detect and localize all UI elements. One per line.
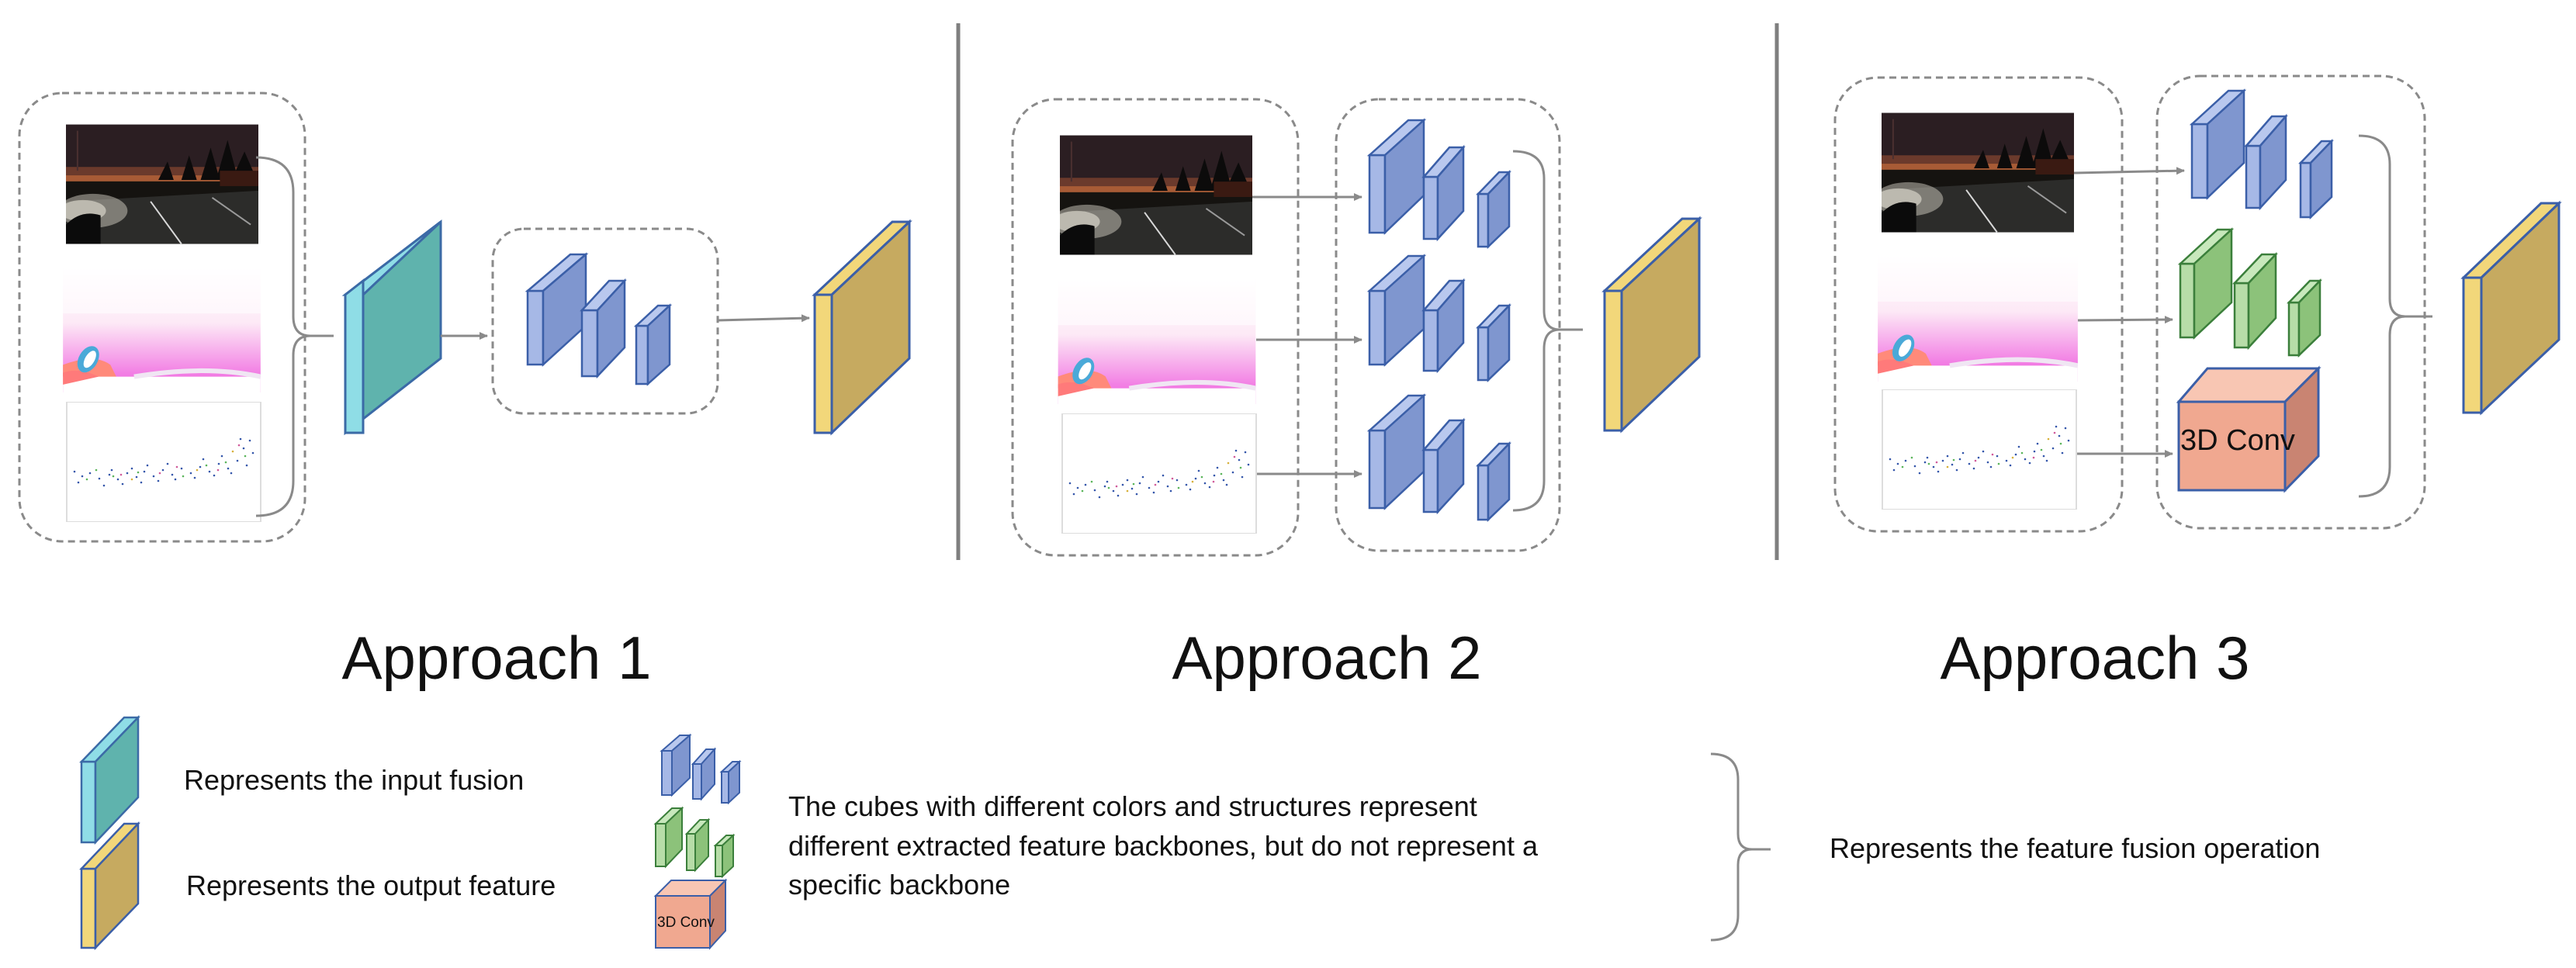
- approach-1-backbone-group: [491, 227, 719, 415]
- backbone-cubes-flow: [1366, 254, 1511, 382]
- legend-backbones-line-3: specific backbone: [788, 869, 1010, 901]
- legend-backbones-line-2: different extracted feature backbones, b…: [788, 830, 1539, 862]
- approach-3-backbone-group: [2155, 74, 2426, 530]
- legend-output-feature-label: Represents the output feature: [186, 869, 556, 901]
- legend-input-fusion-label: Represents the input fusion: [184, 764, 524, 796]
- approach-1-title: Approach 1: [342, 624, 652, 692]
- legend-feature-fusion-label: Represents the feature fusion operation: [1830, 832, 2320, 864]
- backbone-cubes-points: [1366, 393, 1511, 522]
- approach-1-input-group: [18, 92, 306, 543]
- event-points-image: [1882, 389, 2077, 510]
- optical-flow-image: [1058, 278, 1256, 404]
- approach-3-input-group: [1833, 76, 2124, 533]
- legend-conv-3d-label: 3D Conv: [657, 914, 715, 931]
- conv-3d-label: 3D Conv: [2180, 424, 2295, 457]
- feature-fusion-bracket: [2358, 134, 2432, 498]
- approach-1-panel: Approach 1: [18, 92, 912, 692]
- approach-3-panel: 3D Conv Approach 3: [1833, 74, 2562, 692]
- conv-3d-cube: 3D Conv: [2176, 365, 2322, 493]
- legend-fusion-bracket: [1710, 752, 1771, 942]
- approach-2-input-group: [1011, 98, 1300, 557]
- approach-2-backbone-group: [1335, 98, 1561, 552]
- rgb-night-image: [66, 124, 258, 244]
- rgb-night-image: [1060, 135, 1252, 255]
- backbone-cubes-flow-green: [2177, 227, 2322, 358]
- approach-2-title: Approach 2: [1172, 624, 1482, 692]
- output-feature-block: [1601, 216, 1702, 434]
- legend-green-backbone-swatch: [653, 806, 736, 879]
- backbone-cubes-rgb: [1366, 118, 1511, 249]
- input-merge-bracket: [255, 156, 334, 517]
- legend-input-fusion-swatch: [79, 714, 140, 845]
- optical-flow-image: [1878, 254, 2078, 382]
- event-points-image: [66, 402, 261, 522]
- legend-blue-backbone-swatch: [660, 733, 742, 805]
- legend: Represents the input fusion Represents t…: [79, 714, 2320, 951]
- input-fusion-block: [341, 219, 442, 436]
- event-points-image: [1061, 413, 1257, 534]
- approach-3-title: Approach 3: [1941, 624, 2250, 692]
- feature-fusion-bracket: [1512, 150, 1583, 512]
- legend-conv-3d-swatch: 3D Conv: [653, 878, 728, 950]
- approach-2-panel: Approach 2: [1011, 98, 1702, 692]
- legend-backbones-line-1: The cubes with different colors and stru…: [788, 790, 1477, 822]
- optical-flow-image: [63, 266, 261, 392]
- output-feature-block: [812, 219, 912, 436]
- rgb-night-image: [1882, 112, 2074, 233]
- arrow-rgb-to-backbone: [2073, 167, 2185, 175]
- output-feature-block: [2460, 200, 2562, 416]
- arrow-backbone-to-output: [717, 314, 810, 323]
- backbone-cubes: [525, 252, 673, 386]
- backbone-cubes-rgb: [2189, 88, 2334, 220]
- legend-output-feature-swatch: [79, 821, 140, 951]
